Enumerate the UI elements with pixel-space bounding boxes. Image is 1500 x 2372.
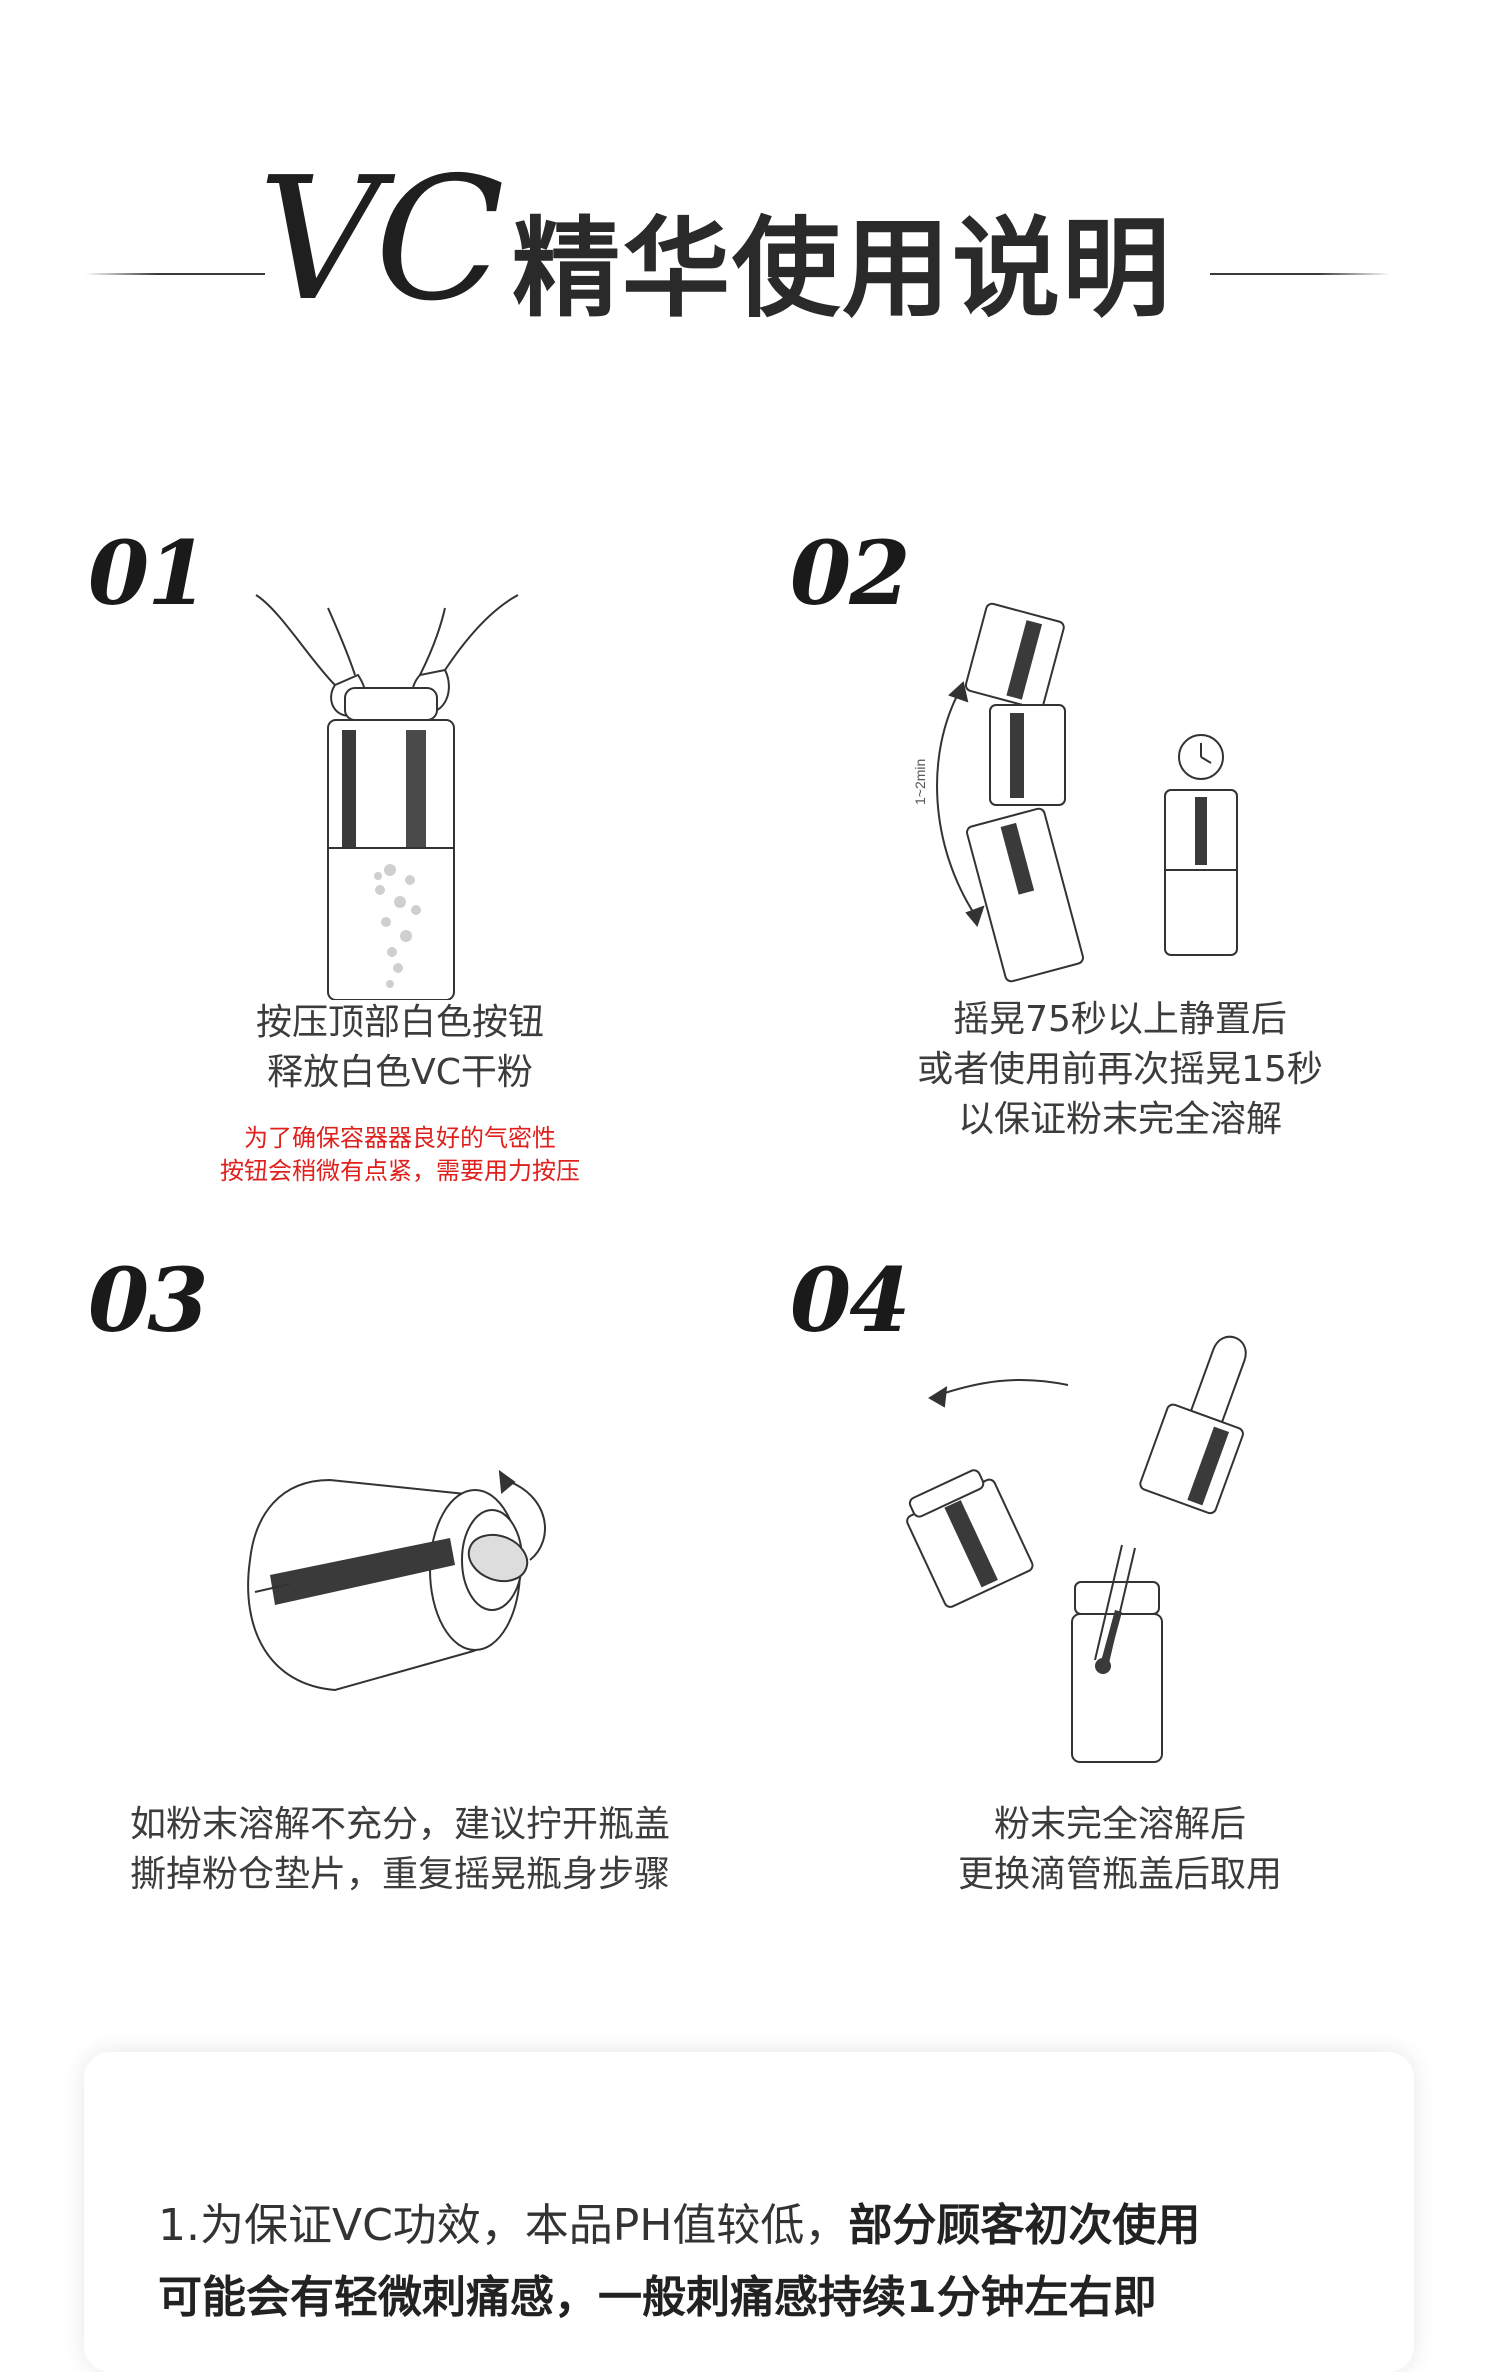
notice-line-2: 可能会有轻微刺痛感，一般刺痛感持续1分钟左右即 [158, 2272, 1157, 2323]
notice-line-1: 1.为保证VC功效，本品PH值较低，部分顾客初次使用 [158, 2190, 1358, 2262]
notice-card [84, 2052, 1414, 2372]
step-1-line-2: 释放白色VC干粉 [267, 1052, 533, 1093]
step-3-line-2: 撕掉粉仓垫片，重复摇晃瓶身步骤 [129, 1854, 670, 1895]
title-chinese: 精华使用说明 [512, 207, 1173, 332]
title-latin: VC [258, 141, 505, 339]
step-1-line-1: 按压顶部白色按钮 [255, 1002, 544, 1043]
notice-text: 1.为保证VC功效，本品PH值较低，部分顾客初次使用 可能会有轻微刺痛感，一般刺… [158, 2190, 1358, 2334]
step-4-line-2: 更换滴管瓶盖后取用 [957, 1854, 1282, 1895]
step-1-description: 按压顶部白色按钮 释放白色VC干粉 [130, 998, 670, 1098]
step-2-duration-label: 1~2min [912, 759, 928, 805]
step-2-number: 02 [790, 521, 910, 625]
rotate-arrow-icon [498, 1469, 546, 1561]
step-2-line-3: 以保证粉末完全溶解 [957, 1099, 1282, 1140]
clock-icon [1178, 734, 1224, 780]
step-4-number: 04 [790, 1248, 910, 1352]
notice-normal-text: 1.为保证VC功效，本品PH值较低， [158, 2200, 849, 2251]
notice-bold-text: 部分顾客初次使用 [848, 2200, 1201, 2251]
step-4-description: 粉末完全溶解后 更换滴管瓶盖后取用 [840, 1800, 1400, 1900]
step-1-warning-line-1: 为了确保容器器良好的气密性 [244, 1124, 556, 1152]
bottle-icon [247, 1469, 546, 1692]
step-3-line-1: 如粉末溶解不充分，建议拧开瓶盖 [129, 1804, 670, 1845]
step-3-description: 如粉末溶解不充分，建议拧开瓶盖 撕掉粉仓垫片，重复摇晃瓶身步骤 [70, 1800, 730, 1900]
shaking-bottles-icon: 1~2min [912, 602, 1238, 983]
step-4-line-1: 粉末完全溶解后 [993, 1804, 1246, 1845]
title-divider-left [85, 273, 265, 275]
dropper-bottle-icon [906, 1335, 1247, 1763]
step-3-number: 03 [88, 1248, 208, 1352]
page-title: VC 精华使用说明 [0, 155, 1500, 340]
step-2-line-1: 摇晃75秒以上静置后 [953, 999, 1287, 1040]
step-1-number: 01 [88, 521, 208, 625]
step-1-warning: 为了确保容器器良好的气密性 按钮会稍微有点紧，需要用力按压 [100, 1122, 700, 1188]
step-2-line-2: 或者使用前再次摇晃15秒 [917, 1049, 1323, 1090]
hand-press-icon [255, 594, 519, 1000]
step-2-description: 摇晃75秒以上静置后 或者使用前再次摇晃15秒 以保证粉末完全溶解 [840, 995, 1400, 1145]
step-1-warning-line-2: 按钮会稍微有点紧，需要用力按压 [220, 1157, 580, 1185]
title-divider-right [1210, 273, 1390, 275]
